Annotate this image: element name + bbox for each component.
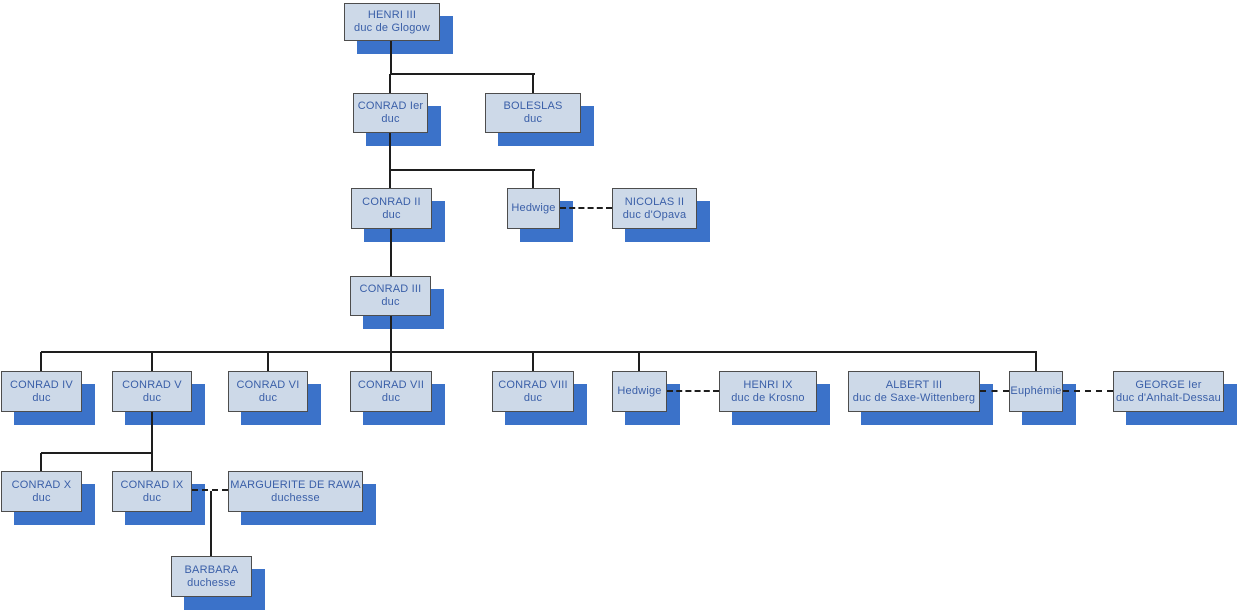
person-node-conrad-4: CONRAD IV duc [1,371,82,412]
connector-line [532,74,534,94]
connector-line [41,452,153,454]
connector-line [390,73,535,75]
person-title: duc [142,491,162,504]
person-name: CONRAD II [362,195,421,208]
connector-line [390,229,392,277]
person-title: duc [381,296,400,308]
person-title: duc d'Anhalt-Dessau [1116,391,1221,404]
person-title: duc de Krosno [731,391,805,404]
person-title: duc [523,113,543,125]
person-title: duchesse [187,576,236,589]
person-title: duc [32,491,51,504]
person-name: BOLESLAS [503,100,563,112]
person-title: duc [381,113,400,125]
person-title: duc [32,391,51,404]
marriage-dashed-line [980,390,1009,392]
marriage-dashed-line [560,207,612,209]
connector-line [389,133,391,189]
person-title: duc [523,391,543,404]
marriage-dashed-line [667,390,719,392]
marriage-dashed-line [192,489,228,491]
person-name: BARBARA [184,563,239,576]
person-node-conrad-2: CONRAD II duc [351,188,432,229]
person-node-boleslas: BOLESLAS duc [485,93,581,133]
connector-line [267,352,269,372]
connector-line [532,352,534,372]
connector-line [390,41,392,74]
connector-line [1035,352,1037,372]
connector-line [389,74,391,94]
person-name: CONRAD IV [10,378,73,391]
person-title: duc de Glogow [354,22,430,34]
person-node-albert-3: ALBERT III duc de Saxe-Wittenberg [848,371,980,412]
person-node-barbara: BARBARA duchesse [171,556,252,597]
person-node-hedwige-1: Hedwige [507,188,560,229]
person-node-conrad-3: CONRAD III duc [350,276,431,316]
connector-line [40,352,42,372]
connector-line [390,316,392,353]
person-node-conrad-9: CONRAD IX duc [112,471,192,512]
person-name: Hedwige [617,385,662,397]
person-node-henri-9: HENRI IX duc de Krosno [719,371,817,412]
person-node-conrad-8: CONRAD VIII duc [492,371,574,412]
person-node-euphemie: Euphémie [1009,371,1063,412]
connector-line [151,352,153,372]
connector-line [151,412,153,454]
connector-line [210,491,212,557]
person-name: GEORGE Ier [1135,378,1202,391]
connector-line [40,453,42,472]
person-node-nicolas-2: NICOLAS II duc d'Opava [612,188,697,229]
person-title: duchesse [271,491,320,504]
person-title: duc [142,391,162,404]
person-name: HENRI III [367,9,417,21]
person-node-conrad-6: CONRAD VI duc [228,371,308,412]
person-name: ALBERT III [885,378,943,391]
person-name: CONRAD III [359,283,422,295]
person-title: duc d'Opava [622,208,687,221]
person-name: CONRAD IX [120,478,184,491]
connector-line [390,169,535,171]
person-node-conrad-7: CONRAD VII duc [350,371,432,412]
person-name: MARGUERITE DE RAWA [230,478,361,491]
person-title: duc [258,391,278,404]
person-name: Euphémie [1010,385,1062,397]
person-title: duc [381,391,401,404]
person-name: CONRAD VIII [498,378,568,391]
person-node-marguerite: MARGUERITE DE RAWA duchesse [228,471,363,512]
person-name: CONRAD V [122,378,182,391]
connector-line [151,453,153,472]
person-node-hedwige-2: Hedwige [612,371,667,412]
person-name: CONRAD VI [236,378,300,391]
person-name: Hedwige [511,202,556,214]
person-node-henri-iii: HENRI III duc de Glogow [344,3,440,41]
person-node-conrad-1: CONRAD Ier duc [353,93,428,133]
person-name: HENRI IX [743,378,793,391]
person-title: duc de Saxe-Wittenberg [852,391,976,404]
person-name: CONRAD X [11,478,72,491]
person-node-conrad-10: CONRAD X duc [1,471,82,512]
person-name: CONRAD VII [357,378,425,391]
person-node-conrad-5: CONRAD V duc [112,371,192,412]
person-name: CONRAD Ier [357,100,424,112]
connector-line [390,352,392,372]
person-node-george-1: GEORGE Ier duc d'Anhalt-Dessau [1113,371,1224,412]
person-name: NICOLAS II [624,195,685,208]
connector-line [532,170,534,189]
marriage-dashed-line [1063,390,1113,392]
person-title: duc [382,208,401,221]
connector-line [41,351,1037,353]
connector-line [638,352,640,372]
